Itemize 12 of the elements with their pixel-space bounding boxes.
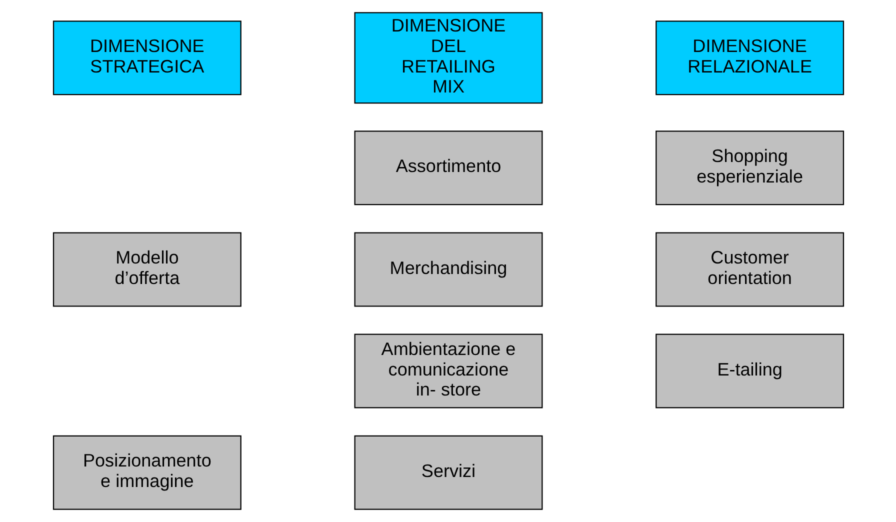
node-box: DIMENSIONE STRATEGICA (52, 20, 241, 96)
node-box: Shopping esperienziale (655, 130, 844, 206)
node-box: Ambientazione e comunicazione in- store (354, 334, 542, 408)
node-box: Modello d’offerta (52, 232, 241, 307)
node-box: Assortimento (354, 130, 542, 206)
node-box: E-tailing (655, 334, 844, 408)
node-box: Posizionamento e immagine (52, 435, 241, 510)
node-box: DIMENSIONE RELAZIONALE (655, 20, 844, 96)
node-box: Customer orientation (655, 232, 844, 307)
node-box: Servizi (354, 435, 542, 510)
node-box: Merchandising (354, 232, 542, 307)
node-box: DIMENSIONE DEL RETAILING MIX (354, 12, 542, 104)
